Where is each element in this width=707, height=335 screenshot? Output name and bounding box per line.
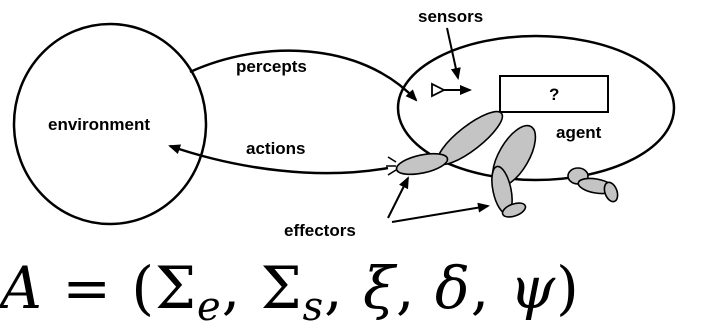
formula-xi: ξ — [363, 254, 396, 322]
actions-arrow — [168, 144, 389, 175]
agent-program-box — [499, 75, 609, 113]
agent-ellipse — [396, 34, 676, 182]
agent-tuple-formula: A = (Σe, Σs, ξ, δ, ψ) — [0, 242, 707, 335]
formula-comma-1: , — [221, 254, 242, 322]
effector-leg-right — [567, 167, 619, 203]
effector-leg-middle — [491, 124, 537, 218]
formula-sub-s: s — [302, 284, 325, 330]
label-percepts: percepts — [236, 57, 307, 76]
formula-open-paren: ( — [131, 254, 156, 322]
effectors-pointer-arrow-1 — [387, 176, 409, 219]
effectors-pointer-arrow-2 — [391, 202, 490, 223]
formula-close-paren: ) — [556, 254, 580, 322]
label-agent: agent — [556, 123, 602, 142]
sensor-eye-icon — [431, 82, 472, 98]
formula-sigma-e: Σ — [155, 254, 198, 322]
formula-comma-3: , — [395, 254, 416, 322]
formula-sub-e: e — [197, 284, 222, 330]
percepts-arrow — [189, 49, 418, 102]
label-question: ? — [549, 85, 559, 104]
formula-equals: = — [62, 254, 112, 322]
formula-delta: δ — [434, 254, 471, 322]
formula-comma-2: , — [324, 254, 344, 322]
formula-comma-4: , — [470, 254, 491, 322]
label-environment: environment — [48, 115, 150, 134]
formula-lhs: A — [0, 254, 43, 322]
label-sensors: sensors — [418, 7, 483, 26]
environment-circle — [12, 22, 208, 226]
label-actions: actions — [246, 139, 306, 158]
label-effectors: effectors — [284, 221, 356, 240]
effector-arm-left — [386, 110, 504, 176]
formula-sigma-s: Σ — [260, 254, 303, 322]
sensors-pointer-arrow — [446, 27, 461, 80]
formula-psi: ψ — [509, 254, 557, 322]
